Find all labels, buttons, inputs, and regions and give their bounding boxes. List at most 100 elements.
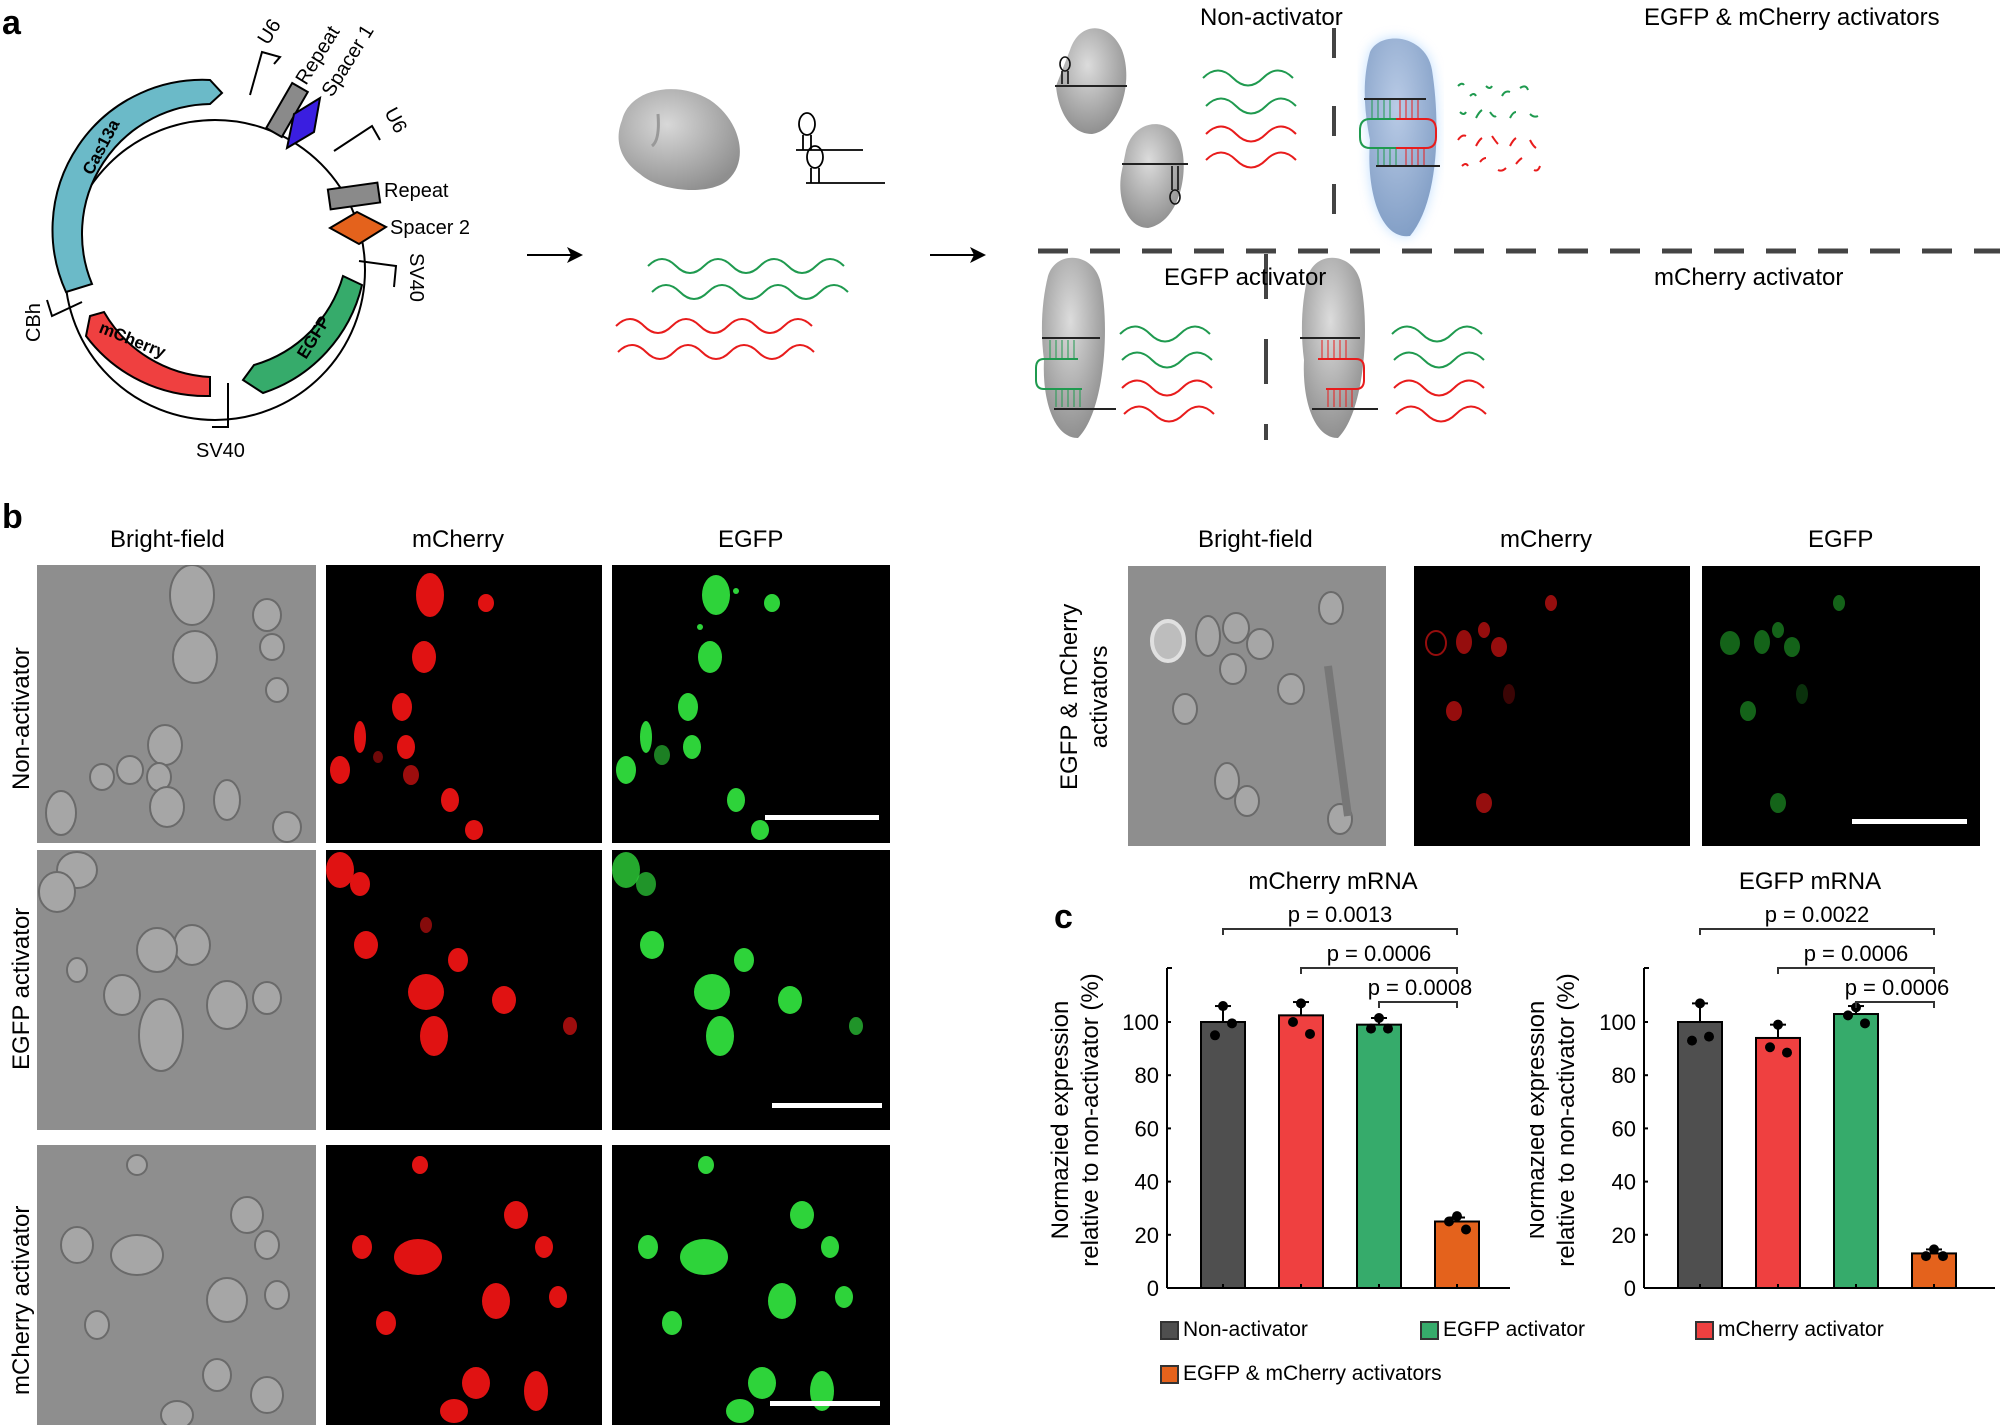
bar xyxy=(1434,1220,1480,1289)
legend-item-both-activators: EGFP & mCherry activators xyxy=(1160,1362,1442,1386)
mcherry-mrna-wave xyxy=(617,344,815,360)
data-point xyxy=(1452,1211,1462,1222)
u6-1-label: U6 xyxy=(254,15,286,48)
quadrant-title-egfp-activator: EGFP activator xyxy=(1164,264,1327,291)
sv40-1-promoter xyxy=(358,260,398,288)
data-point xyxy=(1687,1035,1697,1046)
column-title-mcherry-right: mCherry xyxy=(1500,526,1593,553)
image-egfp-activator-egfp xyxy=(612,850,890,1130)
spacer-1-diamond xyxy=(285,95,322,151)
u6-2-promoter xyxy=(333,124,381,152)
intact-mrna-group xyxy=(1202,69,1297,169)
data-point xyxy=(1782,1047,1792,1058)
data-point xyxy=(1296,998,1306,1009)
significance-bracket xyxy=(1855,1001,1935,1008)
egfp-mrna-wave xyxy=(651,284,849,300)
data-point xyxy=(1929,1244,1939,1255)
y-tick-label: 40 xyxy=(1135,1170,1159,1195)
cas13a-protein-icon xyxy=(1120,124,1184,228)
data-point xyxy=(1227,1018,1237,1029)
data-point xyxy=(1921,1251,1931,1262)
bar xyxy=(1278,1014,1324,1289)
cas13a-protein-activated-icon xyxy=(1364,38,1437,237)
y-tick-label: 100 xyxy=(1122,1010,1159,1035)
legend-swatch xyxy=(1160,1364,1179,1384)
legend-label: Non-activator xyxy=(1183,1318,1308,1341)
chart-mcherry-mrna: mCherry mRNA Normazied expression relati… xyxy=(1050,868,1510,1300)
cbh-label: CBh xyxy=(23,303,45,342)
image-non-activator-mcherry xyxy=(326,565,602,843)
bar xyxy=(1200,1021,1246,1289)
cas13a-protein-icon xyxy=(1301,257,1365,438)
data-point xyxy=(1374,1013,1384,1024)
p-value-label: p = 0.0013 xyxy=(1288,902,1393,927)
image-non-activator-bright-field xyxy=(37,565,316,843)
data-point xyxy=(1305,1028,1315,1039)
significance-bracket xyxy=(1378,1001,1458,1008)
significance-bracket xyxy=(1300,967,1458,974)
data-point xyxy=(1704,1031,1714,1042)
bar xyxy=(1833,1013,1879,1290)
quadrant-title-non-activator: Non-activator xyxy=(1200,4,1343,31)
y-tick-label: 0 xyxy=(1147,1276,1159,1300)
data-point xyxy=(1444,1216,1454,1227)
crrna-1-icon xyxy=(796,112,863,151)
sv40-1-label: SV40 xyxy=(405,253,427,302)
quadrant-title-both-activators: EGFP & mCherry activators xyxy=(1644,4,1940,31)
image-egfp-activator-mcherry xyxy=(326,850,602,1130)
data-point xyxy=(1383,1023,1393,1034)
y-tick-label: 100 xyxy=(1599,1010,1636,1035)
y-tick-label: 20 xyxy=(1612,1223,1636,1248)
data-point xyxy=(1773,1019,1783,1030)
data-point xyxy=(1210,1030,1220,1041)
mcherry-gene xyxy=(84,310,211,398)
arrow-right-icon xyxy=(930,247,986,263)
column-title-mcherry: mCherry xyxy=(412,526,505,553)
egfp-gene xyxy=(241,274,364,395)
chart-title: EGFP mRNA xyxy=(1739,868,1881,895)
bar xyxy=(1677,1021,1723,1289)
chart-egfp-mrna: EGFP mRNA Normazied expression relative … xyxy=(1530,868,1995,1300)
image-mcherry-activator-egfp xyxy=(612,1145,890,1425)
arrow-right-icon xyxy=(527,247,583,263)
sv40-2-label: SV40 xyxy=(196,440,245,462)
image-both-activators-bright-field xyxy=(1128,566,1386,846)
row-label-both-activators-line2: activators xyxy=(1086,645,1113,749)
row-label-non-activator: Non-activator xyxy=(8,647,35,790)
quadrant-title-mcherry-activator: mCherry activator xyxy=(1654,264,1844,291)
y-tick-label: 20 xyxy=(1135,1223,1159,1248)
p-value-label: p = 0.0006 xyxy=(1845,975,1950,1000)
y-axis-label-line1: Normazied expression xyxy=(1530,1001,1550,1240)
legend-item-mcherry-activator: mCherry activator xyxy=(1695,1318,1884,1342)
intact-mrna-group xyxy=(1391,325,1487,423)
image-both-activators-mcherry xyxy=(1414,566,1690,846)
y-tick-label: 80 xyxy=(1612,1063,1636,1088)
legend-item-non-activator: Non-activator xyxy=(1160,1318,1308,1342)
data-point xyxy=(1288,1017,1298,1027)
row-label-both-activators: EGFP & mCherry activators xyxy=(1055,604,1115,790)
y-tick-label: 60 xyxy=(1135,1116,1159,1141)
repeat-2-box xyxy=(326,181,382,211)
data-point xyxy=(1938,1251,1948,1262)
column-title-bright-field-right: Bright-field xyxy=(1198,526,1313,553)
row-label-both-activators-line1: EGFP & mCherry xyxy=(1056,603,1083,790)
image-mcherry-activator-mcherry xyxy=(326,1145,602,1425)
bar xyxy=(1755,1036,1801,1289)
legend-label: EGFP & mCherry activators xyxy=(1183,1362,1442,1385)
scale-bar xyxy=(772,1103,882,1108)
image-egfp-activator-bright-field xyxy=(37,850,316,1130)
legend-label: mCherry activator xyxy=(1718,1318,1884,1341)
u6-1-promoter xyxy=(249,50,282,96)
image-both-activators-egfp xyxy=(1702,566,1980,846)
row-label-egfp-activator: EGFP activator xyxy=(8,907,35,1070)
significance-bracket xyxy=(1699,928,1935,935)
repeat-2-label: Repeat xyxy=(384,180,449,202)
image-non-activator-egfp xyxy=(612,565,890,843)
cas13a-protein-icon xyxy=(1041,257,1105,438)
bar xyxy=(1911,1252,1957,1290)
legend-label: EGFP activator xyxy=(1443,1318,1585,1341)
cas13a-protein-icon xyxy=(618,89,740,191)
legend-swatch xyxy=(1420,1320,1439,1340)
u6-2-label: U6 xyxy=(380,104,411,137)
legend-swatch xyxy=(1160,1320,1179,1340)
